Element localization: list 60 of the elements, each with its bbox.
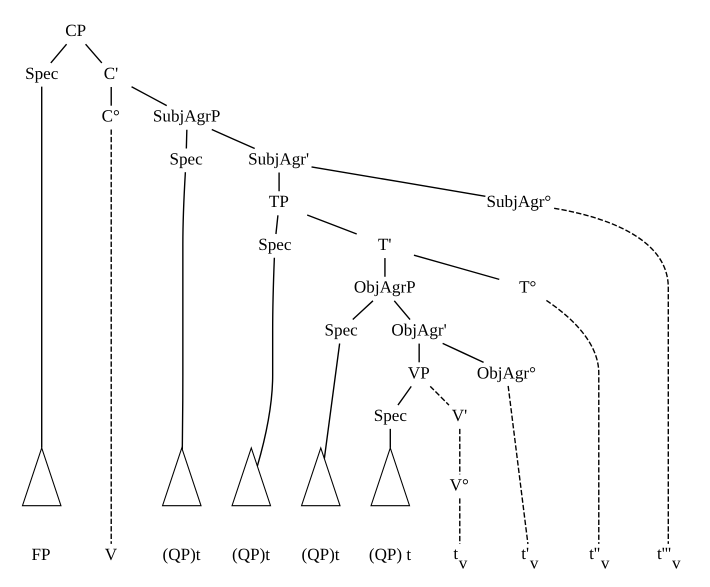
node-text: V° (450, 475, 469, 494)
node-text: SubjAgr' (248, 148, 310, 168)
node-triangle (300, 446, 341, 506)
node-triangle (162, 446, 202, 506)
connector (397, 385, 412, 405)
node-text: ObjAgr° (476, 362, 536, 382)
node-label: (QP)t (302, 544, 340, 564)
connector (430, 385, 450, 406)
connector (186, 129, 188, 148)
node-text: ObjAgrP (354, 277, 416, 296)
node-text: VP (408, 362, 430, 382)
node-label: (QP)t (162, 544, 201, 564)
node-text: SubjAgrP (152, 106, 220, 126)
connector (41, 86, 42, 448)
node-text: Spec (324, 320, 358, 339)
connector (85, 43, 102, 63)
connector (414, 254, 500, 280)
connector (352, 300, 374, 320)
connector (390, 428, 391, 448)
node-triangle (231, 446, 272, 506)
connector (275, 214, 279, 234)
node-text: C' (104, 63, 118, 82)
connector (50, 43, 68, 63)
node-text: C° (102, 106, 120, 126)
connector (110, 86, 112, 106)
node-label: (QP) t (368, 544, 412, 564)
node-text: V' (452, 406, 468, 425)
connector (311, 166, 486, 196)
node-text: ObjAgr' (391, 320, 447, 339)
connector (182, 172, 186, 449)
connector (459, 498, 460, 544)
node-text: TP (268, 192, 289, 211)
connector (278, 172, 280, 191)
node-text: CP (65, 20, 86, 40)
node-label: (QP)t (232, 544, 270, 564)
node-text: Spec (258, 234, 292, 254)
connector (384, 258, 386, 276)
node-label: FP (32, 544, 51, 564)
node-text: T° (519, 277, 536, 296)
node-text: T' (378, 234, 392, 254)
connector (418, 343, 420, 362)
node-text: Spec (374, 406, 407, 425)
connector (131, 86, 168, 106)
connector (306, 214, 357, 234)
connector (212, 128, 255, 149)
node-text: Spec (169, 148, 203, 168)
connector (554, 207, 669, 544)
connector (324, 342, 340, 458)
connector (546, 299, 600, 544)
connector (459, 428, 460, 474)
connector (442, 342, 484, 362)
node-triangle (370, 446, 410, 506)
connector (507, 385, 529, 544)
node-text: SubjAgr° (486, 192, 552, 211)
connector (256, 257, 276, 466)
node-triangle (22, 446, 62, 506)
node-text: V (104, 544, 118, 564)
node-text: Spec (25, 63, 58, 82)
connector (110, 128, 112, 544)
connector (394, 300, 411, 320)
